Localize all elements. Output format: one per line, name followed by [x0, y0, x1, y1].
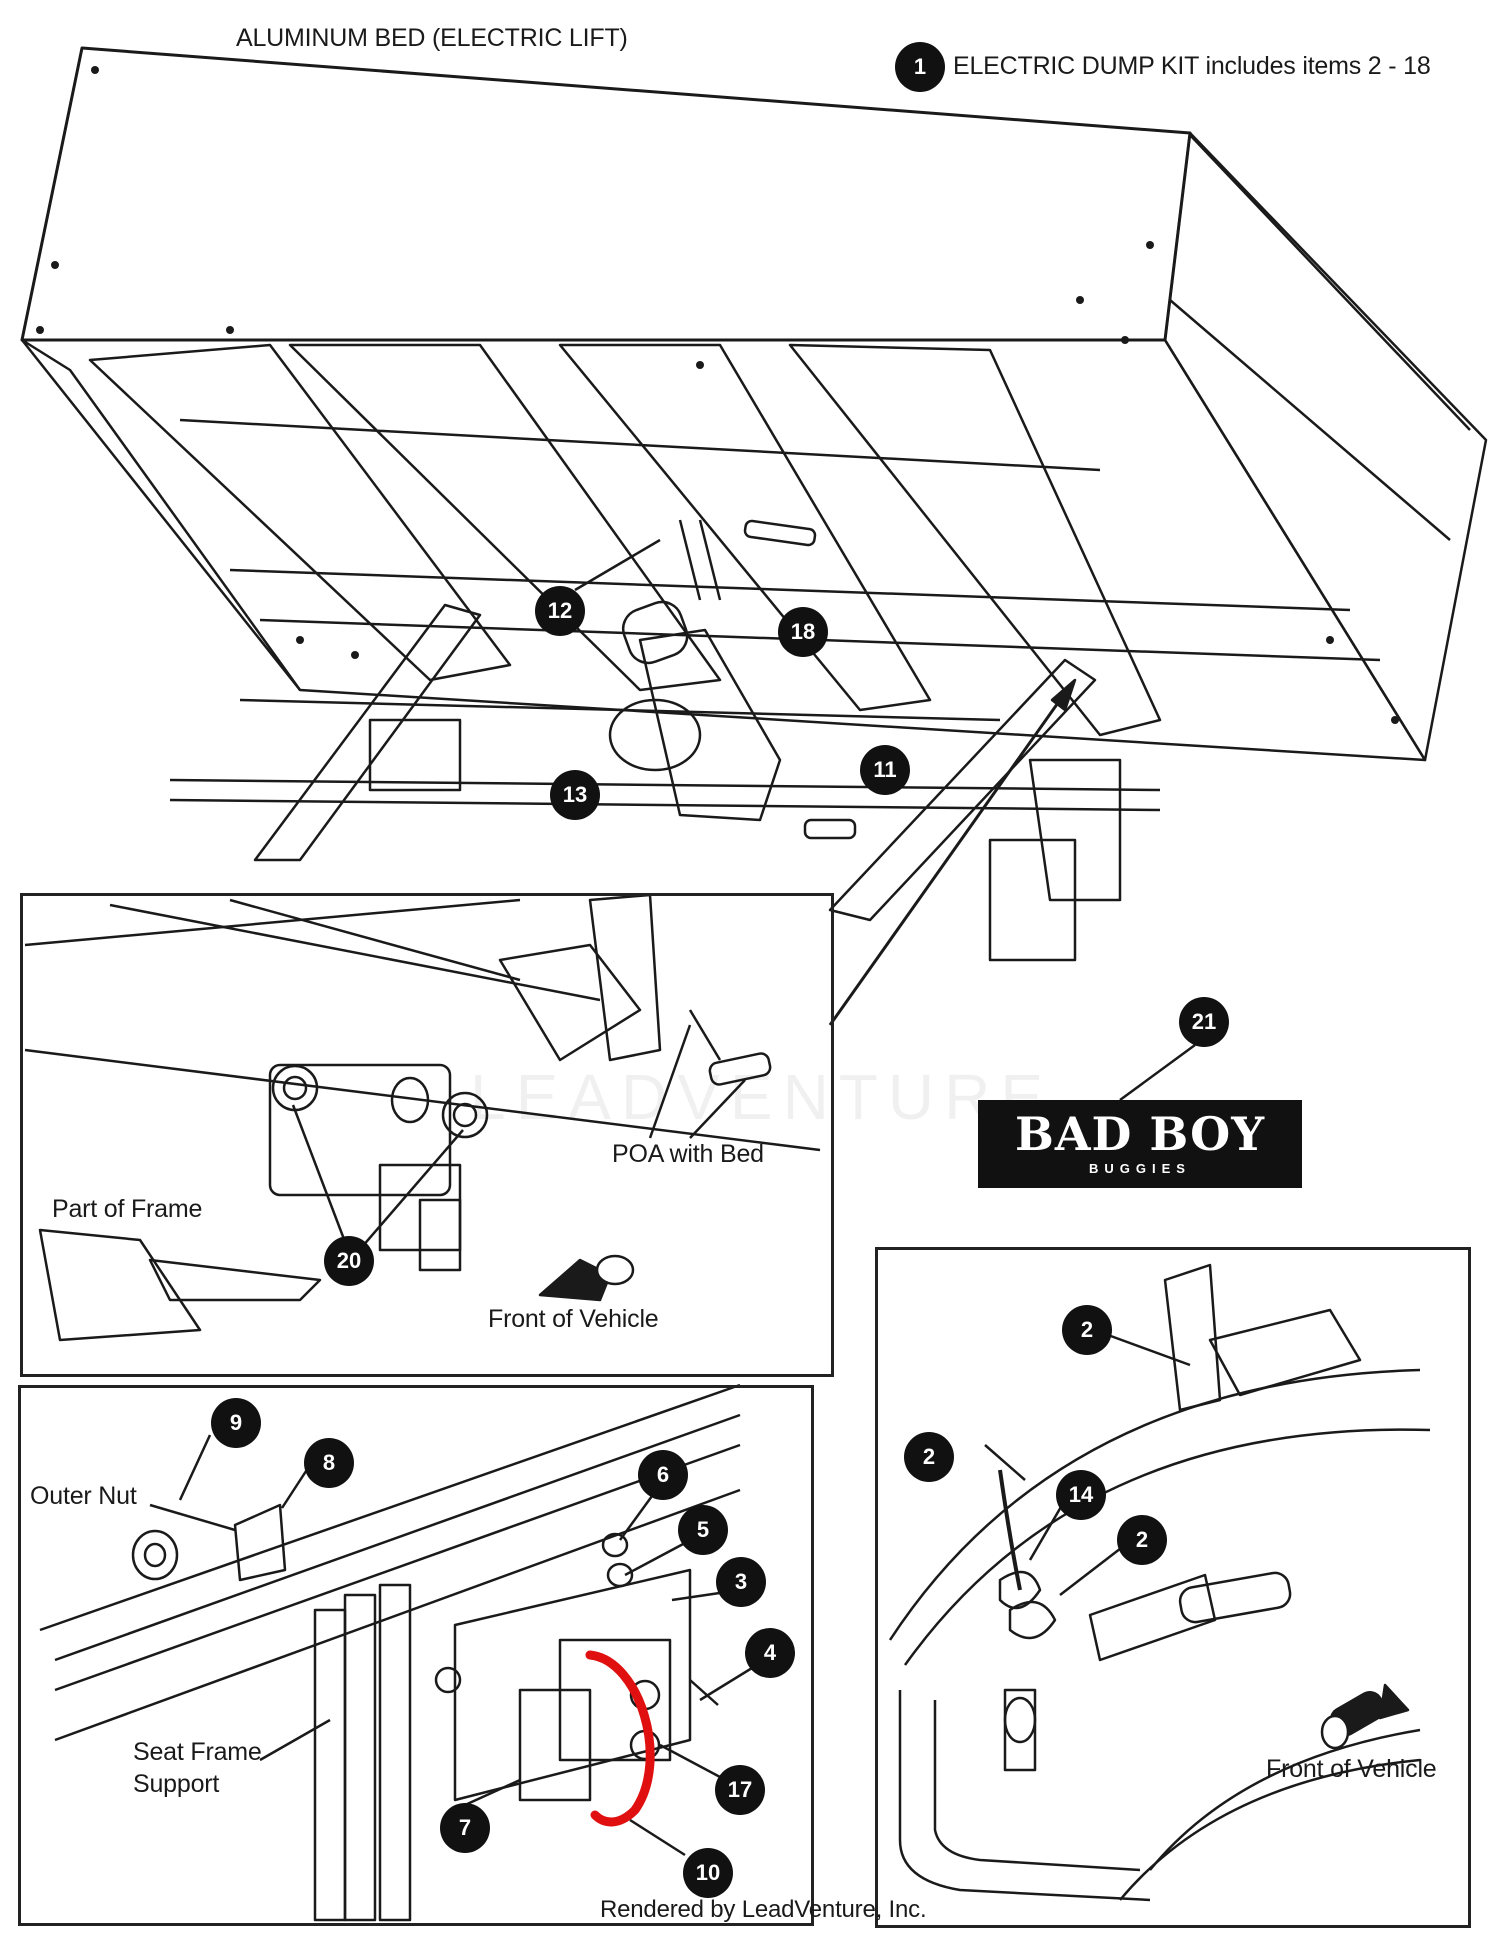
label-front-of-vehicle-right: Front of Vehicle — [1266, 1755, 1437, 1783]
pointer-arrow — [828, 678, 1077, 1026]
callout-3: 3 — [716, 1557, 766, 1607]
label-front-of-vehicle-inset: Front of Vehicle — [488, 1305, 659, 1333]
aluminum-bed — [20, 46, 1488, 762]
switch-detail-drawing — [39, 1383, 766, 1922]
callout-5: 5 — [678, 1505, 728, 1555]
callout-21: 21 — [1179, 997, 1229, 1047]
logo-sub-text: BUGGIES — [1089, 1161, 1191, 1176]
callout-17: 17 — [715, 1765, 765, 1815]
callout-2-left: 2 — [904, 1432, 954, 1482]
watermark: LEADVENTURE — [470, 1061, 1053, 1133]
label-outer-nut: Outer Nut — [30, 1482, 137, 1510]
pivot-detail-drawing — [24, 893, 821, 1342]
callout-9: 9 — [211, 1398, 261, 1448]
footer-credit: Rendered by LeadVenture, Inc. — [600, 1896, 927, 1923]
callout-11: 11 — [860, 745, 910, 795]
label-part-of-frame: Part of Frame — [52, 1195, 203, 1223]
callout-18: 18 — [778, 607, 828, 657]
callout-10: 10 — [683, 1848, 733, 1898]
label-seat-frame-support-1: Seat Frame — [133, 1738, 262, 1766]
harness-inset-frame — [875, 1247, 1471, 1928]
kit-description: ELECTRIC DUMP KIT includes items 2 - 18 — [953, 52, 1431, 80]
callout-2-top: 2 — [1062, 1305, 1112, 1355]
callout-6: 6 — [638, 1450, 688, 1500]
wire-highlight — [585, 1650, 655, 1827]
callout-8: 8 — [304, 1438, 354, 1488]
callout-12: 12 — [535, 586, 585, 636]
vehicle-frame — [169, 603, 1161, 962]
logo-main-text: BAD BOY — [1014, 1107, 1266, 1161]
pivot-inset-frame — [20, 893, 834, 1377]
diagram-title: ALUMINUM BED (ELECTRIC LIFT) — [236, 24, 628, 52]
harness-detail-drawing — [888, 1263, 1431, 1902]
switch-inset-frame — [18, 1385, 814, 1926]
bad-boy-logo: BAD BOY BUGGIES — [978, 1100, 1302, 1188]
leader-21 — [1119, 1043, 1196, 1102]
callout-7: 7 — [440, 1803, 490, 1853]
callout-14: 14 — [1056, 1470, 1106, 1520]
label-poa-with-bed: POA with Bed — [612, 1140, 764, 1168]
label-seat-frame-support-2: Support — [133, 1770, 220, 1798]
callout-20: 20 — [324, 1236, 374, 1286]
callout-2-right: 2 — [1117, 1515, 1167, 1565]
callout-4: 4 — [745, 1628, 795, 1678]
callout-13: 13 — [550, 770, 600, 820]
linear-actuator — [574, 519, 857, 840]
callout-1: 1 — [895, 42, 945, 92]
